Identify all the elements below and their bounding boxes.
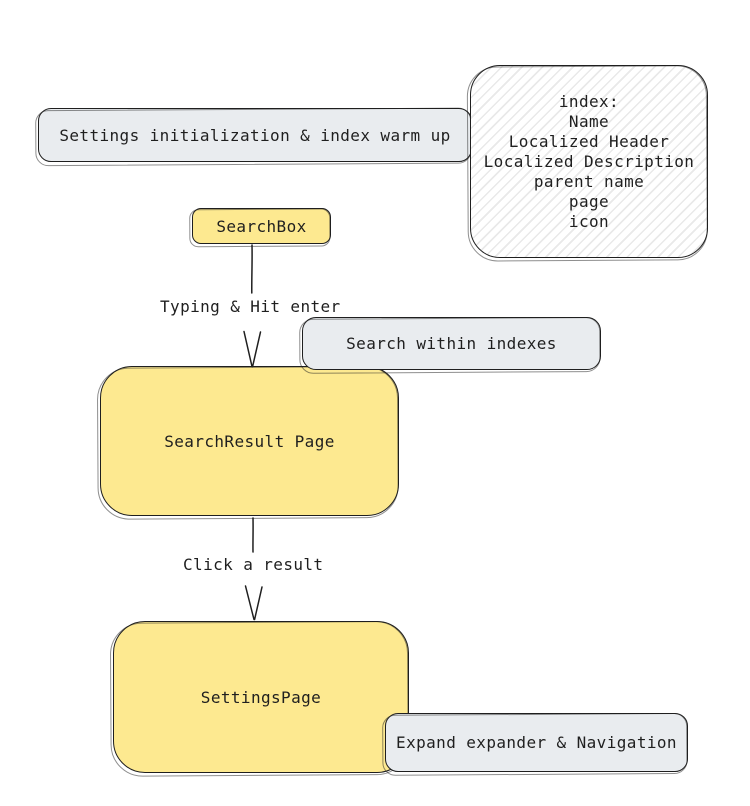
search-within-indexes-note: Search within indexes [302,317,601,370]
expand-navigation-note: Expand expander & Navigation [385,713,688,772]
searchresult-page-node: SearchResult Page [100,366,399,516]
expand-navigation-label: Expand expander & Navigation [396,733,677,752]
searchbox-label: SearchBox [216,216,307,236]
arrow-label-typing-hit-enter: Typing & Hit enter [160,297,341,316]
index-note-line: page [568,191,610,211]
settingspage-node: SettingsPage [113,621,409,773]
index-note-line: icon [568,211,610,231]
searchbox-node: SearchBox [192,208,331,244]
index-note-line: Localized Description [483,151,695,171]
index-note-line: Localized Header [508,131,670,151]
index-note-line: index: [558,91,620,111]
search-within-indexes-label: Search within indexes [346,334,557,353]
index-note-line: Name [568,111,610,131]
arrow-label-click-a-result: Click a result [183,555,324,574]
arrow-searchresult-to-settingspage-head [244,585,263,621]
settings-warmup-note: Settings initialization & index warm up [38,108,472,162]
settingspage-label: SettingsPage [200,687,322,707]
searchresult-page-label: SearchResult Page [164,431,335,451]
settings-warmup-label: Settings initialization & index warm up [59,125,451,145]
index-note-line: parent name [533,171,645,191]
index-fields-note: index: Name Localized Header Localized D… [470,65,708,258]
arrow-searchbox-to-searchresult-head [243,330,262,368]
